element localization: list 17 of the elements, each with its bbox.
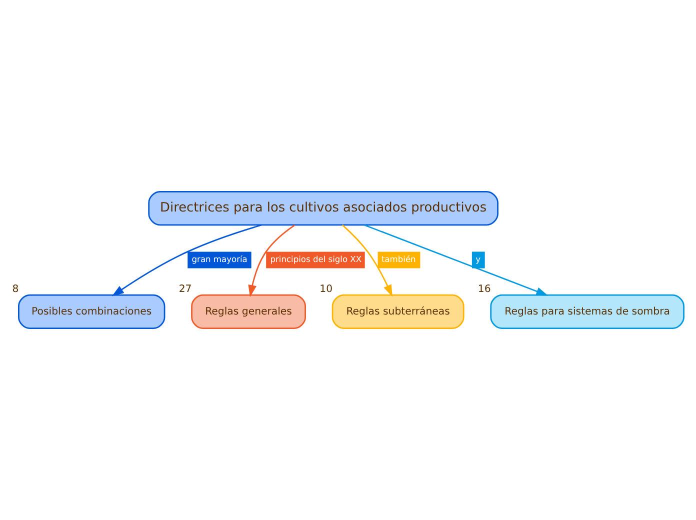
node-label: 16 [478, 284, 491, 296]
edge-label: gran mayoría [192, 254, 248, 264]
node-box: Posibles combinaciones [18, 294, 166, 329]
arrow [342, 224, 392, 297]
node-box: Reglas para sistemas de sombra [490, 294, 684, 329]
node-box: Directrices para los cultivos asociados productivos [148, 191, 498, 226]
node-label: 10 [320, 284, 333, 296]
arrow [112, 224, 262, 296]
node-label: 8 [12, 284, 19, 296]
node-box: Reglas subterráneas [332, 294, 464, 329]
edge-label: y [476, 254, 481, 264]
edge-label: también [381, 254, 416, 264]
arrow [248, 224, 296, 298]
node-box: Reglas generales [191, 294, 306, 329]
node-label: 27 [178, 284, 192, 296]
arrow [364, 224, 548, 296]
edge-label: principios del siglo XX [270, 254, 362, 264]
